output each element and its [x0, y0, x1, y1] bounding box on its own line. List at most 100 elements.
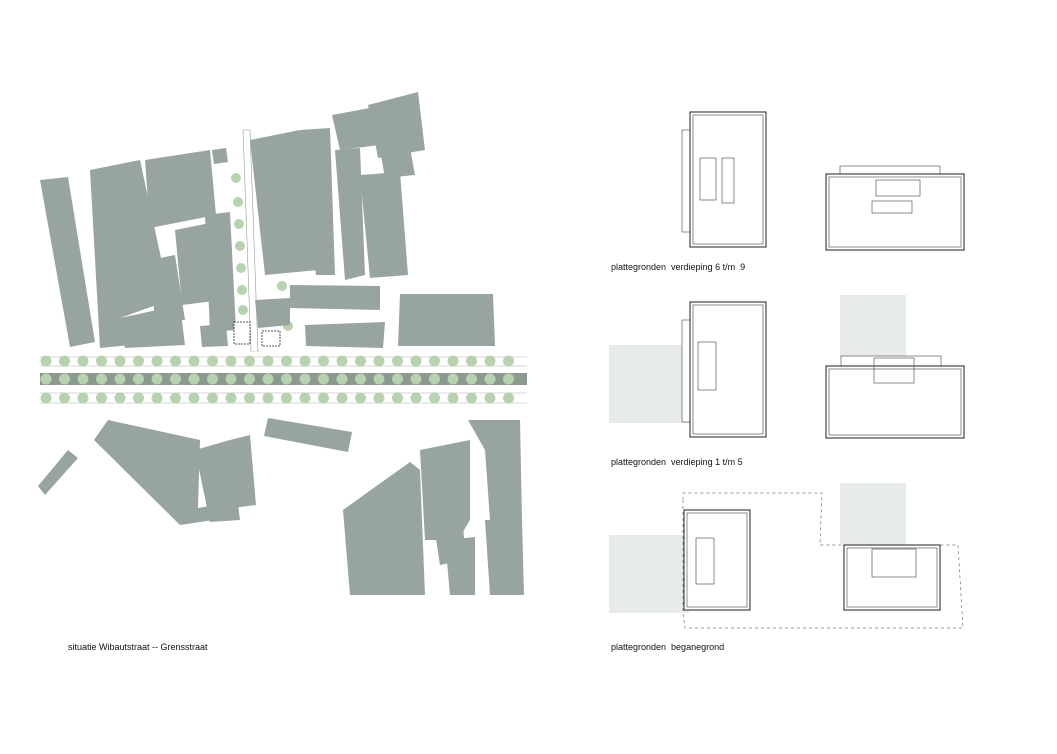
street-tree	[429, 392, 440, 404]
street-tree	[466, 355, 477, 367]
plan-upper-tower	[681, 111, 767, 248]
building	[205, 212, 236, 332]
street-tree	[244, 373, 255, 385]
street-tree	[59, 355, 70, 367]
street-tree	[447, 355, 459, 367]
project-building-east	[261, 330, 281, 347]
building	[38, 450, 78, 495]
building	[230, 435, 256, 508]
street-tree	[299, 355, 311, 367]
street-tree	[170, 373, 181, 385]
building	[200, 324, 228, 347]
street-tree	[503, 373, 514, 385]
plan-middle-tower	[681, 301, 767, 438]
caption-floors-ground: plattegronden beganegrond	[611, 642, 725, 652]
street-tree	[244, 392, 255, 404]
street-tree	[503, 392, 514, 404]
street-tree	[96, 392, 107, 404]
street-tree	[77, 355, 89, 367]
building	[305, 322, 385, 348]
building	[368, 92, 425, 158]
street-tree	[410, 355, 422, 367]
street-tree	[336, 392, 348, 404]
caption-floors-upper: plattegronden verdieping 6 t/m 9	[611, 262, 746, 272]
street-tree	[447, 373, 459, 385]
street-tree	[262, 392, 274, 404]
building	[195, 440, 240, 522]
street-tree	[355, 373, 366, 385]
street-tree	[170, 392, 181, 404]
street-tree	[133, 355, 144, 367]
street-tree	[59, 392, 70, 404]
street-tree	[429, 355, 440, 367]
building	[485, 520, 524, 595]
street-tree	[355, 355, 366, 367]
adjacent-plot	[840, 483, 906, 545]
street-tree	[225, 392, 237, 404]
street-tree	[188, 373, 200, 385]
street-tree	[59, 373, 70, 385]
building	[468, 420, 522, 520]
caption-floors-middle: plattegronden verdieping 1 t/m 5	[611, 457, 743, 467]
street-tree	[170, 355, 181, 367]
street-tree	[262, 373, 274, 385]
street-tree	[373, 392, 385, 404]
street-tree	[281, 373, 292, 385]
street-tree	[40, 355, 52, 367]
street-tree	[447, 392, 459, 404]
street-tree	[225, 355, 237, 367]
street-tree	[96, 355, 107, 367]
project-building-west	[233, 321, 251, 345]
street-tree	[77, 373, 89, 385]
street-tree	[392, 392, 403, 404]
building	[360, 172, 408, 278]
site-plan	[38, 92, 527, 595]
street-tree	[207, 355, 218, 367]
building	[40, 177, 95, 347]
building	[332, 108, 380, 150]
building	[264, 418, 352, 452]
building	[380, 148, 415, 178]
street-tree	[40, 392, 52, 404]
building	[255, 298, 290, 328]
building	[300, 128, 335, 275]
building	[212, 148, 228, 164]
street-tree	[114, 355, 126, 367]
street-tree	[207, 373, 218, 385]
street-tree	[503, 355, 514, 367]
street-tree	[151, 392, 163, 404]
building	[94, 420, 215, 525]
building	[445, 537, 475, 595]
building	[150, 255, 185, 322]
street-tree	[40, 373, 52, 385]
street-tree	[373, 355, 385, 367]
street-tree	[114, 373, 126, 385]
street-tree	[392, 373, 403, 385]
street-tree	[151, 373, 163, 385]
building	[343, 462, 425, 595]
street-tree	[318, 355, 329, 367]
building	[145, 150, 216, 228]
street-tree	[244, 355, 255, 367]
street-tree	[299, 373, 311, 385]
adjacent-plot	[840, 295, 906, 357]
plan-ground-bar	[843, 544, 941, 611]
street-tree	[355, 392, 366, 404]
street-tree	[410, 373, 422, 385]
adjacent-plot	[609, 535, 689, 613]
street-tree	[225, 373, 237, 385]
street-tree	[96, 373, 107, 385]
street-tree	[114, 392, 126, 404]
street-tree	[77, 392, 89, 404]
street-tree	[484, 392, 496, 404]
street-tree	[429, 373, 440, 385]
road-trees	[40, 355, 514, 404]
building	[250, 130, 318, 275]
plan-ground-tower	[683, 509, 751, 611]
street-tree	[466, 392, 477, 404]
street-tree	[318, 373, 329, 385]
street-tree	[410, 392, 422, 404]
caption-site: situatie Wibautstraat -- Grensstraat	[68, 642, 208, 652]
street-tree	[188, 392, 200, 404]
